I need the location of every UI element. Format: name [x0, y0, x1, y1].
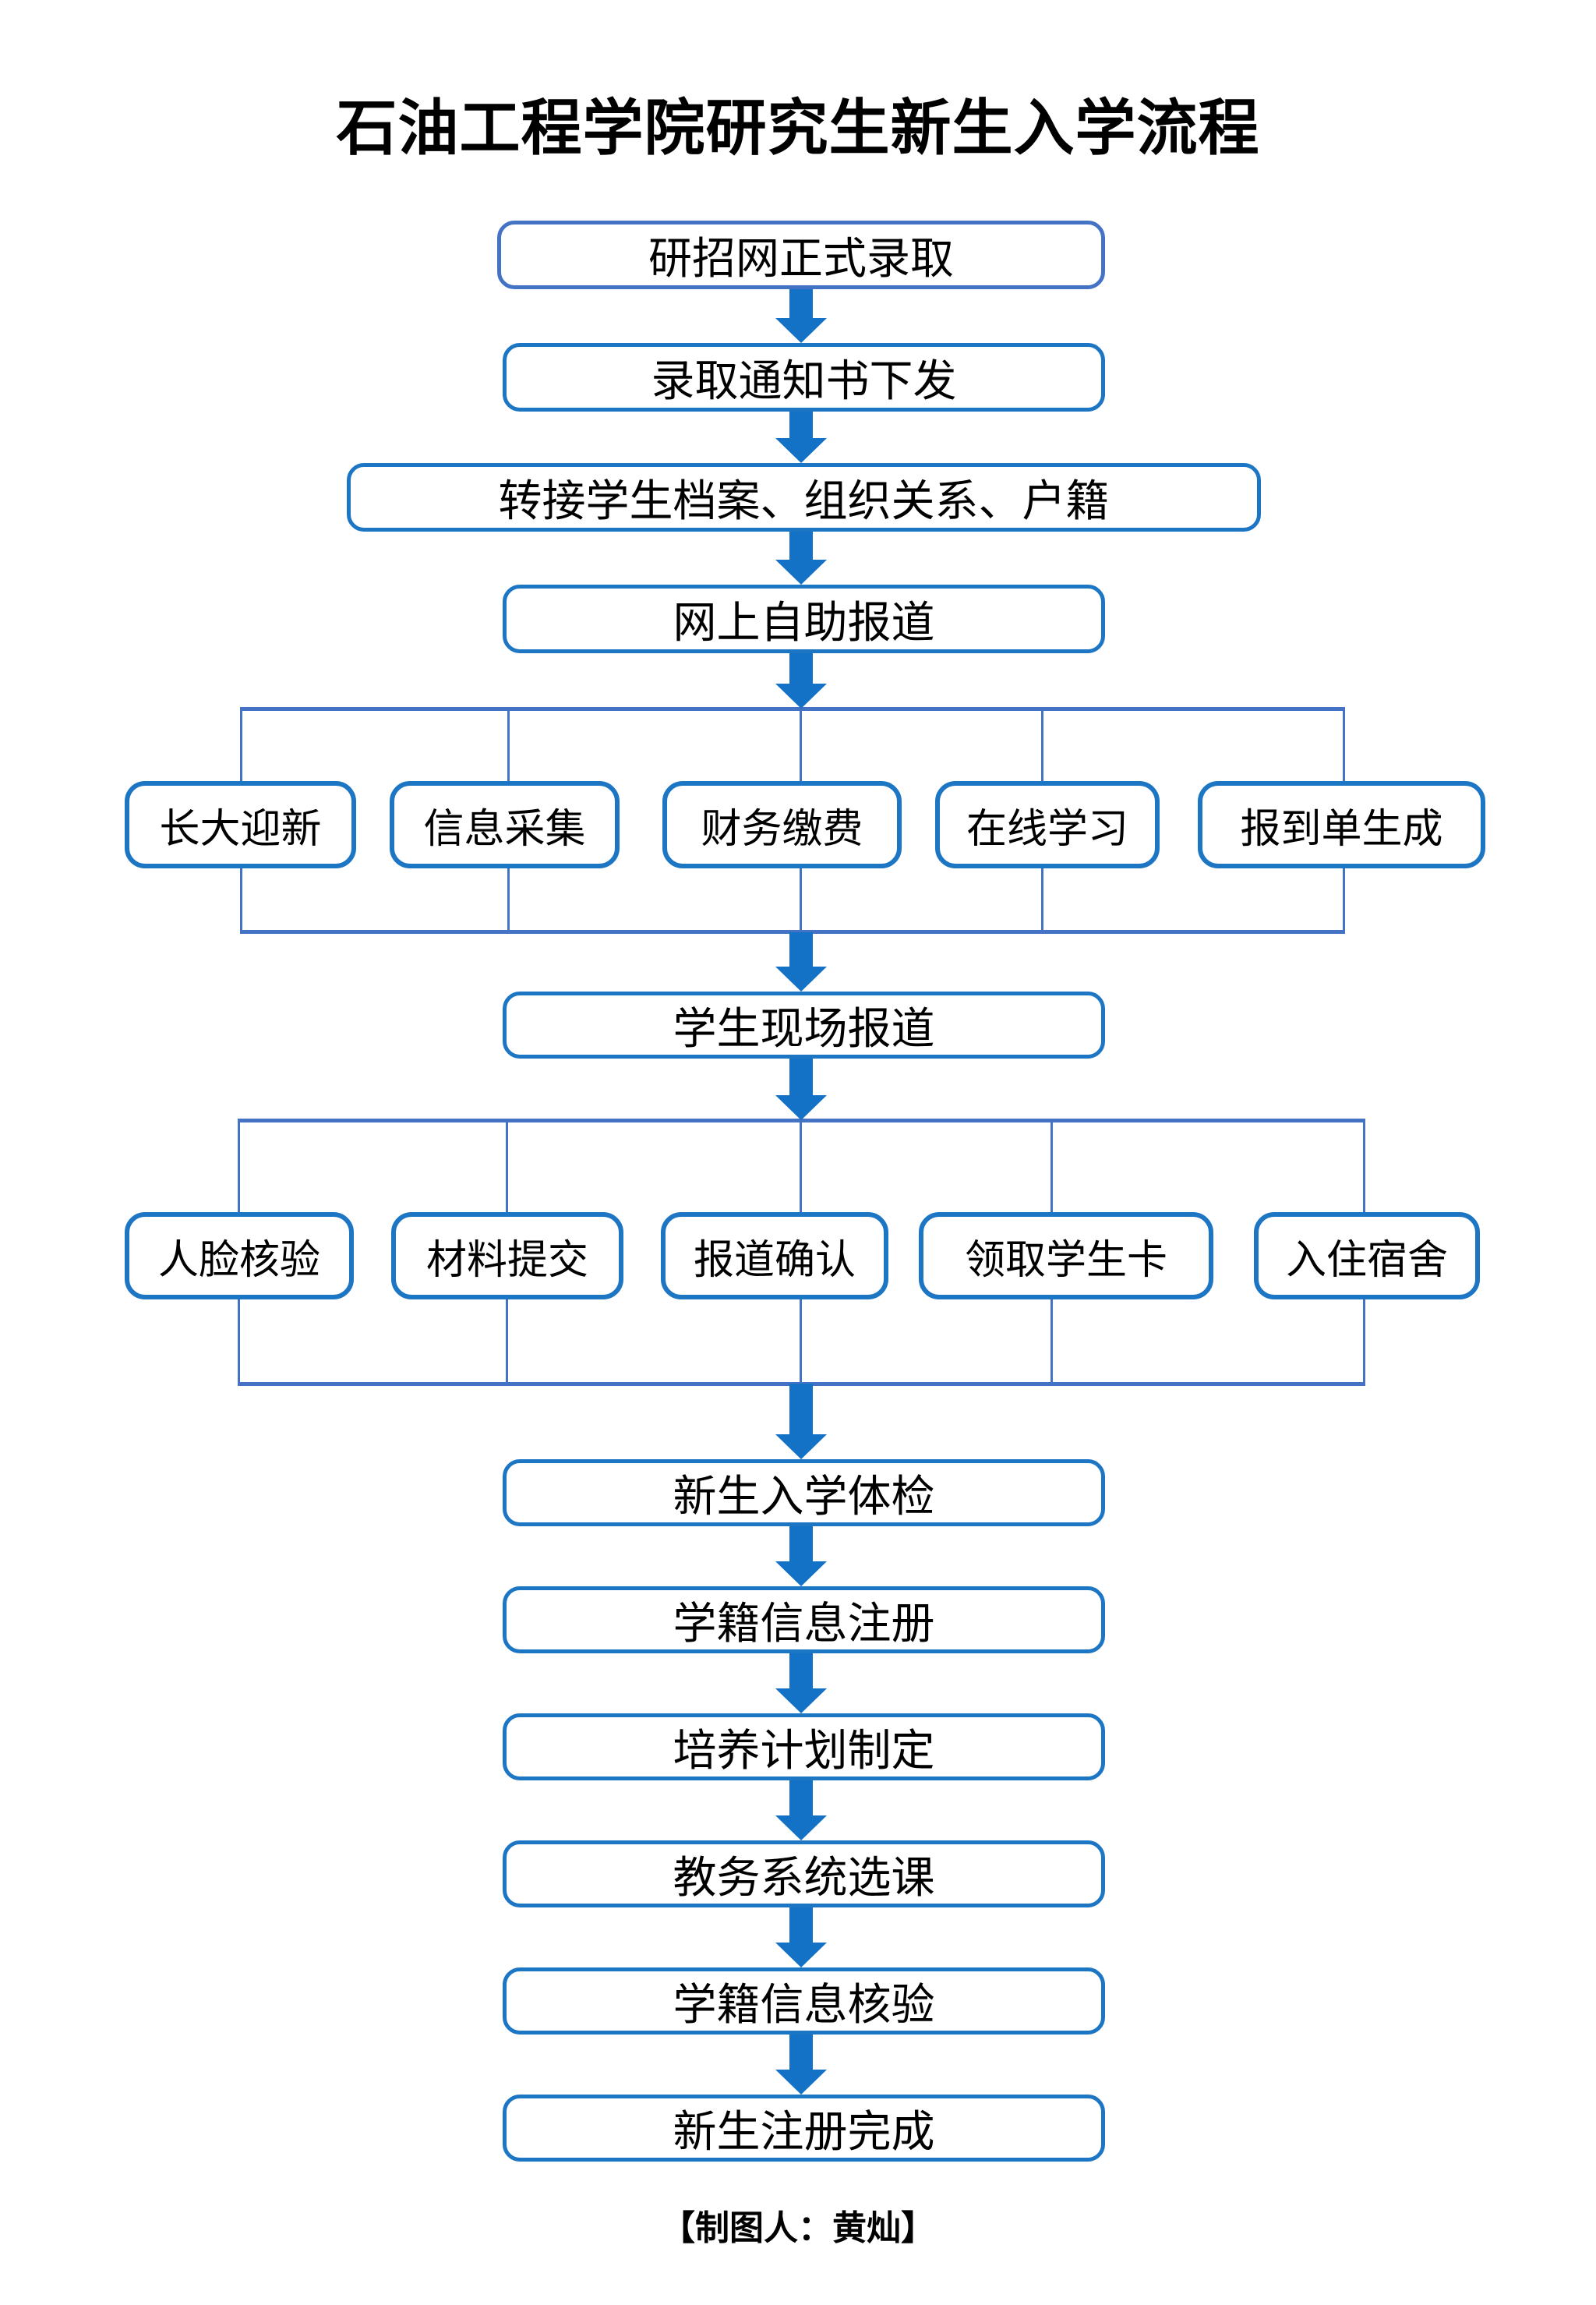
- arrow-head: [775, 1561, 827, 1586]
- box-welcome-system: 长大迎新: [125, 781, 356, 868]
- arrow-shaft: [789, 1653, 813, 1690]
- page-title: 石油工程学院研究生新生入学流程: [336, 94, 1260, 162]
- box-online-learning: 在线学习: [935, 781, 1160, 868]
- arrow-down-icon: [775, 932, 827, 992]
- arrow-shaft: [789, 1907, 813, 1944]
- box-archives-transfer: 转接学生档案、组织关系、户籍: [347, 463, 1261, 532]
- box-tuition-payment: 财务缴费: [662, 781, 902, 868]
- box-onsite-checkin: 学生现场报道: [503, 992, 1105, 1059]
- box-checkin-form-generation: 报到单生成: [1198, 781, 1485, 868]
- box-registration-complete: 新生注册完成: [503, 2095, 1105, 2162]
- box-online-self-checkin: 网上自助报道: [503, 585, 1105, 653]
- box-dormitory-checkin: 入住宿舍: [1254, 1212, 1480, 1299]
- arrow-head: [775, 2070, 827, 2095]
- box-admission-letter: 录取通知书下发: [503, 343, 1105, 412]
- arrow-shaft: [789, 289, 813, 320]
- arrow-head: [775, 684, 827, 709]
- arrow-head: [775, 438, 827, 463]
- footer-credit: 【制图人：黄灿】: [661, 2209, 935, 2247]
- box-info-collection: 信息采集: [390, 781, 620, 868]
- arrow-shaft: [789, 1780, 813, 1817]
- arrow-head: [775, 967, 827, 992]
- arrow-shaft: [789, 532, 813, 561]
- box-face-verification: 人脸核验: [125, 1212, 354, 1299]
- arrow-shaft: [789, 653, 813, 685]
- arrow-down-icon: [775, 2035, 827, 2095]
- arrow-shaft: [789, 2035, 813, 2071]
- arrow-head: [775, 1688, 827, 1713]
- arrow-shaft: [789, 932, 813, 968]
- arrow-down-icon: [775, 1059, 827, 1120]
- arrow-shaft: [789, 412, 813, 440]
- box-status-verification: 学籍信息核验: [503, 1967, 1105, 2035]
- connector-horizontal-line: [242, 707, 1344, 711]
- arrow-down-icon: [775, 289, 827, 343]
- arrow-down-icon: [775, 1526, 827, 1586]
- arrow-down-icon: [775, 1780, 827, 1840]
- arrow-head: [775, 318, 827, 343]
- arrow-down-icon: [775, 1653, 827, 1713]
- arrow-down-icon: [775, 653, 827, 709]
- arrow-head: [775, 1095, 827, 1120]
- arrow-head: [775, 1815, 827, 1840]
- box-training-plan: 培养计划制定: [503, 1713, 1105, 1780]
- box-checkin-confirmation: 报道确认: [661, 1212, 888, 1299]
- box-official-admission: 研招网正式录取: [497, 221, 1105, 289]
- arrow-shaft: [789, 1384, 813, 1436]
- arrow-shaft: [789, 1526, 813, 1563]
- box-material-submission: 材料提交: [391, 1212, 623, 1299]
- box-student-card-pickup: 领取学生卡: [919, 1212, 1213, 1299]
- box-status-registration: 学籍信息注册: [503, 1586, 1105, 1653]
- arrow-shaft: [789, 1059, 813, 1097]
- box-course-selection: 教务系统选课: [503, 1840, 1105, 1907]
- arrow-down-icon: [775, 532, 827, 585]
- arrow-down-icon: [775, 1384, 827, 1459]
- arrow-head: [775, 560, 827, 585]
- box-physical-exam: 新生入学体检: [503, 1459, 1105, 1526]
- arrow-down-icon: [775, 412, 827, 463]
- connector-horizontal-line: [239, 1119, 1365, 1122]
- arrow-head: [775, 1943, 827, 1967]
- arrow-down-icon: [775, 1907, 827, 1967]
- connector-horizontal-line: [242, 930, 1344, 934]
- arrow-head: [775, 1434, 827, 1459]
